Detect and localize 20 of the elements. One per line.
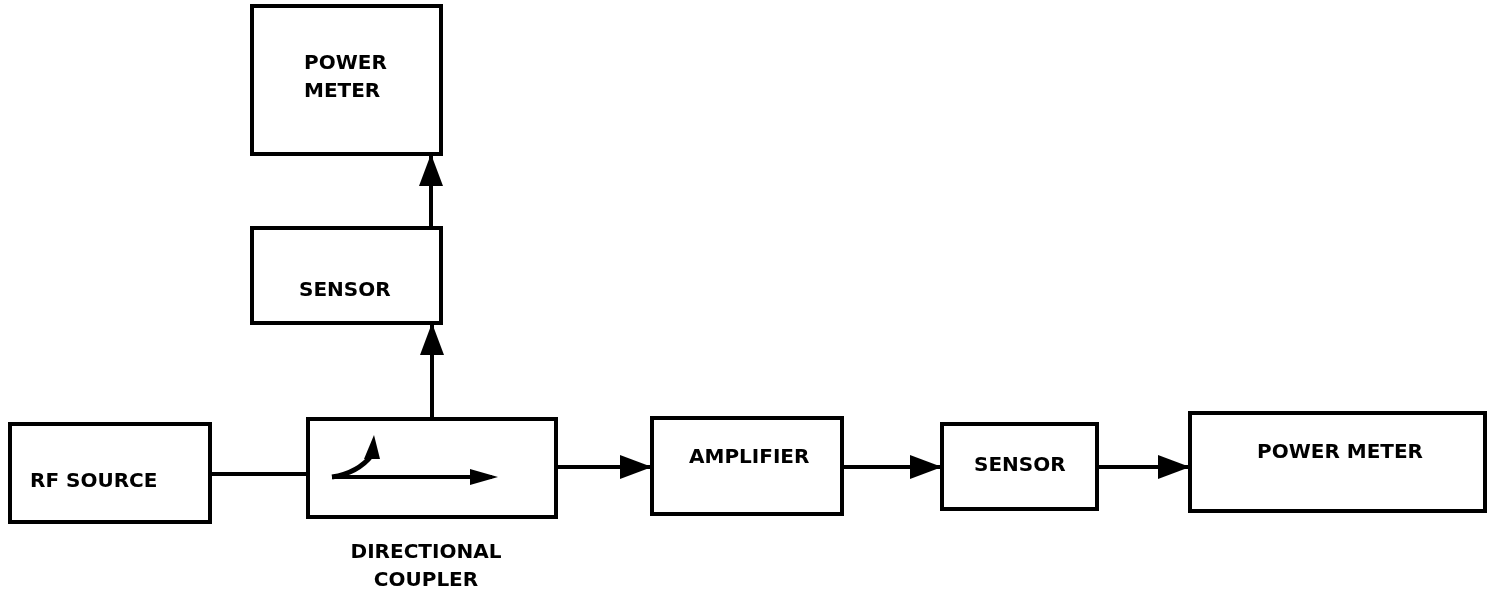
- block-label: POWER METER: [1257, 438, 1424, 465]
- component-label: DIRECTIONAL COUPLER: [349, 538, 503, 593]
- connector-line: [212, 472, 306, 476]
- arrow: [419, 154, 443, 226]
- block-label: RF SOURCE: [30, 467, 159, 494]
- block-box: [940, 422, 1099, 511]
- block-label: SENSOR: [974, 451, 1067, 478]
- block-label: POWER METER: [304, 49, 388, 104]
- block-box: [650, 416, 844, 516]
- arrow: [558, 455, 652, 479]
- block-label: SENSOR: [299, 276, 392, 303]
- directional-coupler-box: [306, 417, 558, 519]
- arrow: [844, 455, 942, 479]
- block-label: AMPLIFIER: [689, 443, 811, 470]
- arrow: [420, 323, 444, 417]
- block-box: [250, 4, 443, 156]
- block-box: [8, 422, 212, 524]
- block-box: [250, 226, 443, 325]
- block-box: [1188, 411, 1487, 513]
- arrow: [1099, 455, 1190, 479]
